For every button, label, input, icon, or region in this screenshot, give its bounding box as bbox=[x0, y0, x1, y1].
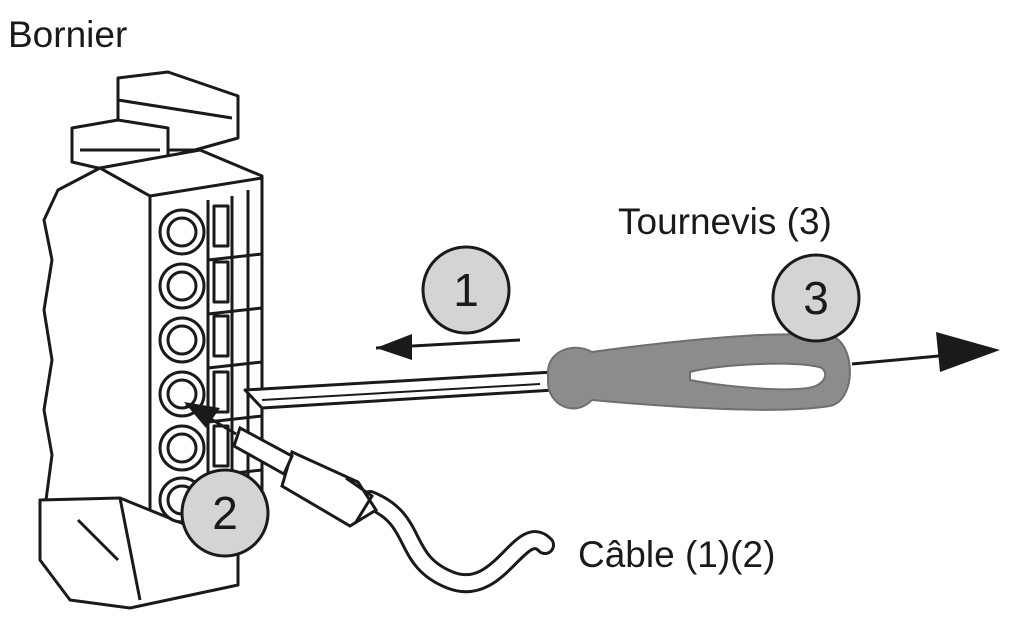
screwdriver-label: Tournevis (3) bbox=[618, 201, 832, 242]
step-badge-1: 1 bbox=[421, 245, 511, 335]
step-number-2: 2 bbox=[212, 487, 238, 539]
terminal-block-label: Bornier bbox=[8, 14, 128, 55]
insert-arrow-2 bbox=[184, 402, 237, 436]
terminal-holes bbox=[158, 208, 206, 524]
cable bbox=[232, 425, 555, 594]
step-badge-3: 3 bbox=[771, 253, 861, 343]
cable-label: Câble (1)(2) bbox=[578, 534, 776, 575]
screwdriver bbox=[243, 333, 851, 411]
step-number-1: 1 bbox=[453, 264, 479, 316]
step-badge-2: 2 bbox=[180, 468, 270, 558]
step-number-3: 3 bbox=[803, 272, 829, 324]
push-arrow-1 bbox=[375, 334, 521, 360]
terminal-block bbox=[38, 70, 264, 610]
pull-arrow-3 bbox=[851, 332, 1000, 372]
